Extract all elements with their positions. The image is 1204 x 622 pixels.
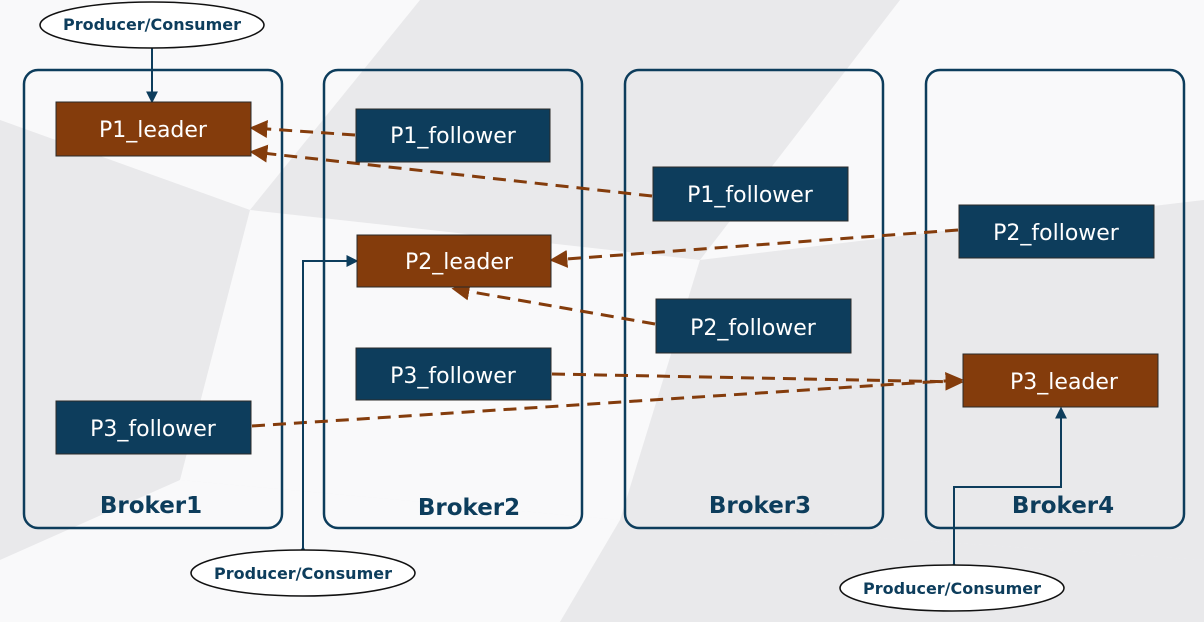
p1-leader-box [55, 101, 252, 157]
client-top-label: Producer/Consumer [63, 15, 241, 34]
partition-p2-leader: P2_leader [356, 234, 552, 288]
p3-follower-broker2-box [355, 347, 552, 401]
client-bottom-right: Producer/Consumer [839, 564, 1065, 612]
broker-3-label: Broker3 [709, 493, 811, 519]
partition-p3-leader: P3_leader [962, 353, 1159, 408]
client-top: Producer/Consumer [39, 1, 265, 49]
repl-arrow-p1-b2 [249, 120, 356, 138]
p2-follower-broker4-box [958, 204, 1155, 259]
partition-p1-follower-broker3: P1_follower [652, 166, 849, 222]
repl-arrow-p3-b1 [251, 371, 964, 428]
repl-arrow-p2-b4 [549, 228, 959, 268]
broker-3: Broker3 [623, 68, 885, 530]
p3-follower-broker1-box [55, 400, 252, 455]
client-arrow-bottom-left [297, 255, 359, 558]
partition-p3-follower-broker1: P3_follower [55, 400, 252, 455]
partition-p1-follower-broker2: P1_follower [355, 108, 551, 163]
p2-leader-box [356, 234, 552, 288]
partition-p3-follower-broker2: P3_follower [355, 347, 552, 401]
broker-4-label: Broker4 [1012, 493, 1114, 519]
p1-leader-label: P1_leader [99, 118, 208, 143]
p3-follower-broker2-label: P3_follower [390, 364, 517, 389]
client-bottom-left: Producer/Consumer [190, 549, 416, 597]
p3-leader-box [962, 353, 1159, 408]
p3-leader-label: P3_leader [1010, 370, 1119, 395]
client-bottom-right-ellipse [839, 564, 1065, 612]
partition-p1-leader: P1_leader [55, 101, 252, 157]
partition-p2-follower-broker4: P2_follower [958, 204, 1155, 259]
repl-arrow-p1-b3 [249, 144, 653, 198]
p1-follower-broker3-box [652, 166, 849, 222]
broker-2-label: Broker2 [418, 495, 520, 521]
client-top-ellipse [39, 1, 265, 49]
broker-1-label: Broker1 [100, 493, 202, 519]
p1-follower-broker3-label: P1_follower [687, 183, 814, 208]
client-bottom-right-label: Producer/Consumer [863, 579, 1041, 598]
p2-follower-broker3-box [655, 298, 852, 354]
p2-leader-label: P2_leader [405, 250, 514, 275]
broker-3-box [623, 68, 885, 530]
p3-follower-broker1-label: P3_follower [90, 417, 217, 442]
repl-arrow-p2-b3 [451, 282, 656, 326]
client-arrow-bottom-right [948, 406, 1067, 574]
p2-follower-broker3-label: P2_follower [690, 316, 817, 341]
p1-follower-broker2-box [355, 108, 551, 163]
p1-follower-broker2-label: P1_follower [390, 124, 517, 149]
replication-arrows [249, 120, 964, 428]
client-arrows [146, 38, 1067, 574]
client-bottom-left-ellipse [190, 549, 416, 597]
repl-arrow-p3-b2 [551, 372, 964, 391]
partition-p2-follower-broker3: P2_follower [655, 298, 852, 354]
client-bottom-left-label: Producer/Consumer [214, 564, 392, 583]
p2-follower-broker4-label: P2_follower [993, 221, 1120, 246]
